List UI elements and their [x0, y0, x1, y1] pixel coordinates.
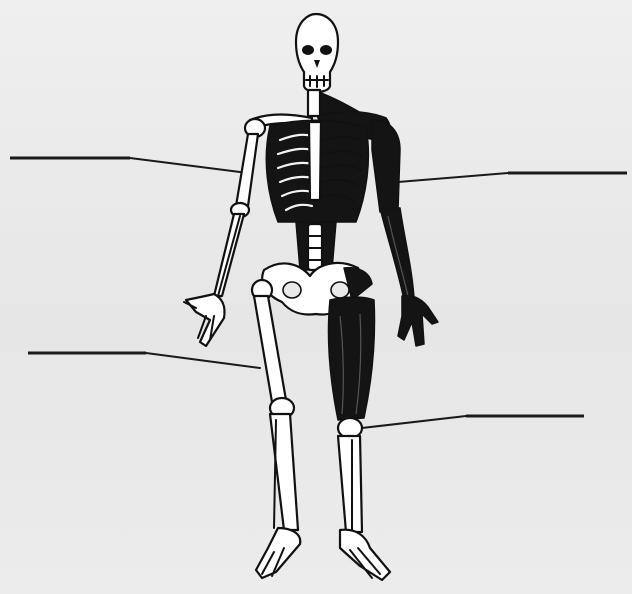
left-leg-bones: [252, 280, 300, 578]
cervical-spine: [308, 90, 320, 116]
label-lower-left: [28, 353, 260, 368]
skull: [296, 14, 338, 92]
label-lower-right: [362, 416, 584, 428]
label-upper-left: [10, 158, 240, 172]
label-upper-right: [398, 173, 627, 182]
pointer-line-upper-right: [398, 173, 508, 182]
pointer-line-upper-left: [130, 158, 240, 172]
pointer-line-lower-right: [362, 416, 466, 428]
rib-cage: [266, 120, 368, 222]
right-arm-muscles: [372, 120, 438, 346]
left-arm-bones: [184, 119, 265, 346]
right-leg-muscles: [328, 297, 390, 580]
pointer-line-lower-left: [146, 353, 260, 368]
